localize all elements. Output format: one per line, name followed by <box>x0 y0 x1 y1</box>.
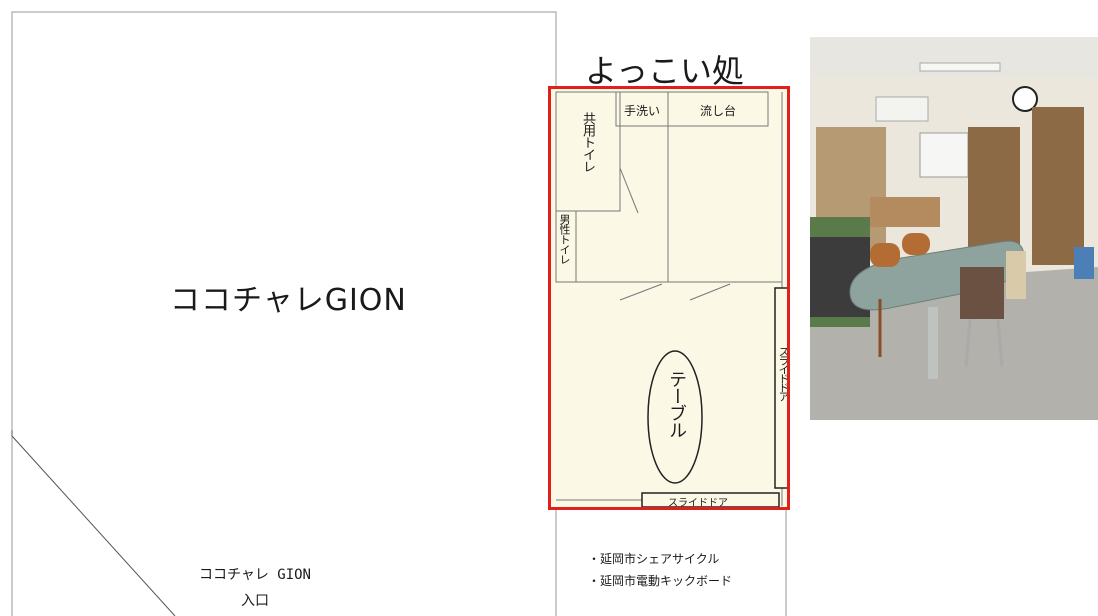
entrance-line-2: 入口 <box>241 593 269 609</box>
entrance-label: ココチャレ GION 入口 <box>150 562 360 614</box>
room-floor-plan: 手洗い 流し台 共用トイレ 男性トイレ テーブル スライドドア スライドドア <box>550 88 790 510</box>
notes-list: ・延岡市シェアサイクル ・延岡市電動キックボード <box>588 548 732 592</box>
sink-label: 流し台 <box>700 104 737 118</box>
handwash-label: 手洗い <box>624 104 661 118</box>
room-title: よっこい処 <box>585 52 745 90</box>
note-kickboard: ・延岡市電動キックボード <box>588 574 733 588</box>
slide-door-right-label: スライドドア <box>777 346 790 400</box>
room-highlight-box <box>548 86 790 510</box>
shared-toilet-label: 共用トイレ <box>580 112 595 172</box>
table-label: テーブル <box>666 370 687 438</box>
note-share-cycle: ・延岡市シェアサイクル <box>588 552 720 566</box>
slide-door-bottom-label: スライドドア <box>668 498 728 509</box>
room-photo <box>810 37 1098 420</box>
building-name: ココチャレGION <box>170 283 407 318</box>
mens-toilet-label: 男性トイレ <box>558 214 571 264</box>
entrance-line-1: ココチャレ GION <box>198 567 311 583</box>
room-photo-illustration <box>810 37 1098 420</box>
room-interior-lines <box>555 91 790 508</box>
